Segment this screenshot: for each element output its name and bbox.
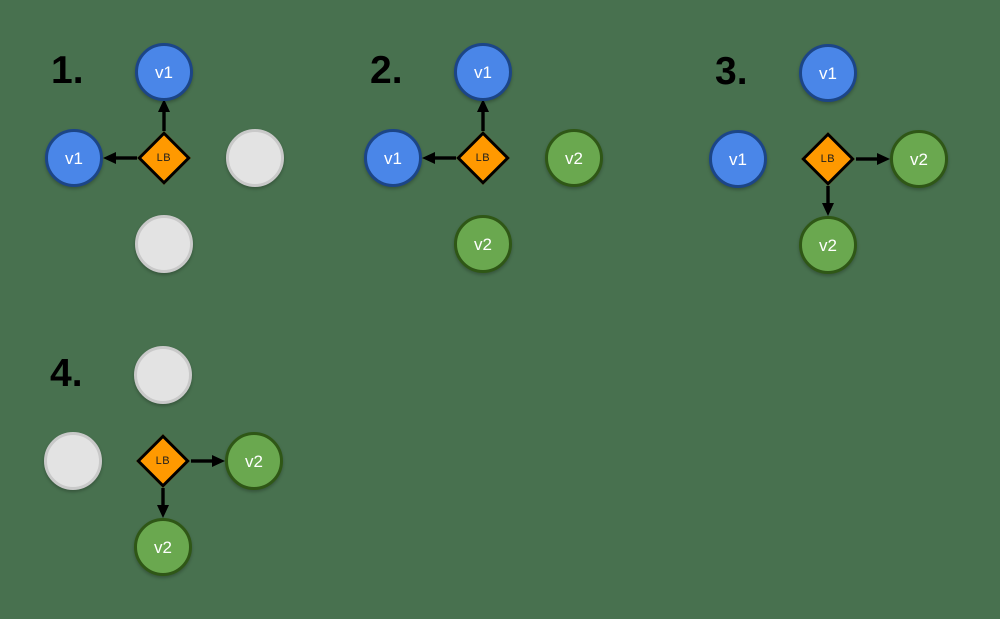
load-balancer-label: LB <box>155 454 171 467</box>
arrow-lb-to-right-icon <box>191 455 225 467</box>
node-empty-left <box>44 432 102 490</box>
node-label: v2 <box>910 149 928 169</box>
arrow-lb-to-top-icon <box>158 99 170 131</box>
step-3-panel: 3. v1 v1 v2 v2 LB <box>693 28 963 288</box>
load-balancer-node: LB <box>136 434 190 488</box>
step-number: 3. <box>715 50 748 93</box>
node-label: v1 <box>65 148 83 168</box>
node-v2-bottom: v2 <box>454 215 512 273</box>
load-balancer-node: LB <box>456 131 510 185</box>
step-number: 1. <box>51 49 84 92</box>
node-label: v1 <box>819 63 837 83</box>
node-empty-bottom <box>135 215 193 273</box>
node-empty-top <box>134 346 192 404</box>
step-number: 2. <box>370 49 403 92</box>
load-balancer-label: LB <box>475 151 491 164</box>
step-2-panel: 2. v1 v1 v2 v2 LB <box>348 27 618 287</box>
step-4-panel: 4. v2 v2 LB <box>28 330 298 590</box>
load-balancer-label: LB <box>820 152 836 165</box>
node-v1-left: v1 <box>45 129 103 187</box>
node-label: v2 <box>819 235 837 255</box>
arrow-lb-to-bottom-icon <box>157 488 169 518</box>
node-v2-right: v2 <box>225 432 283 490</box>
load-balancer-node: LB <box>137 131 191 185</box>
node-v2-bottom: v2 <box>799 216 857 274</box>
node-v1-left: v1 <box>709 130 767 188</box>
arrow-lb-to-left-icon <box>103 152 137 164</box>
node-v2-right: v2 <box>545 129 603 187</box>
load-balancer-label: LB <box>156 151 172 164</box>
arrow-lb-to-top-icon <box>477 99 489 131</box>
node-v2-bottom: v2 <box>134 518 192 576</box>
load-balancer-node: LB <box>801 132 855 186</box>
node-label: v1 <box>474 62 492 82</box>
node-empty-right <box>226 129 284 187</box>
step-1-panel: 1. v1 v1 LB <box>29 27 299 287</box>
node-v1-top: v1 <box>799 44 857 102</box>
node-v2-right: v2 <box>890 130 948 188</box>
arrow-lb-to-bottom-icon <box>822 186 834 216</box>
node-v1-top: v1 <box>454 43 512 101</box>
arrow-lb-to-left-icon <box>422 152 456 164</box>
node-label: v2 <box>245 451 263 471</box>
node-label: v1 <box>384 148 402 168</box>
node-label: v2 <box>154 537 172 557</box>
step-number: 4. <box>50 352 83 395</box>
node-v1-left: v1 <box>364 129 422 187</box>
node-label: v2 <box>474 234 492 254</box>
node-label: v2 <box>565 148 583 168</box>
node-label: v1 <box>729 149 747 169</box>
node-label: v1 <box>155 62 173 82</box>
node-v1-top: v1 <box>135 43 193 101</box>
arrow-lb-to-right-icon <box>856 153 890 165</box>
